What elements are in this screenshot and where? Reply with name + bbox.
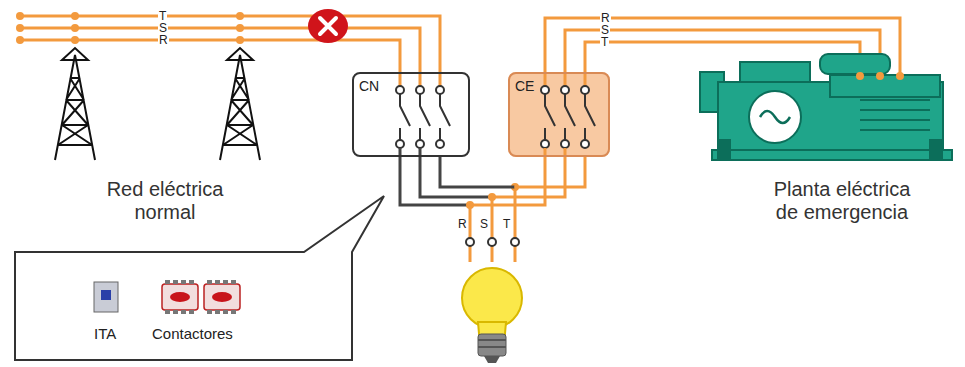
phase-label: S bbox=[158, 22, 168, 34]
wire-dot bbox=[16, 12, 244, 44]
phase-label: T bbox=[502, 218, 511, 230]
contactor-pin bbox=[207, 310, 212, 314]
tower bbox=[55, 48, 260, 160]
phase-label: R bbox=[600, 12, 611, 24]
cn-fill bbox=[352, 72, 470, 157]
fault-mark bbox=[308, 9, 348, 43]
power-wire bbox=[515, 157, 586, 187]
source-label: Planta eléctrica de emergencia bbox=[762, 178, 922, 224]
contactor-pin bbox=[181, 280, 186, 284]
switch-box: CN bbox=[352, 72, 470, 157]
output-wire bbox=[400, 148, 565, 262]
light-bulb bbox=[462, 268, 522, 363]
contactor-icon bbox=[204, 284, 240, 310]
contactor-pin bbox=[223, 280, 228, 284]
contactor-pin bbox=[165, 310, 170, 314]
device-label: ITA bbox=[94, 325, 116, 342]
contactor-pin bbox=[181, 310, 186, 314]
callout-box: ITA Contactores bbox=[12, 190, 392, 364]
contactor-pin bbox=[189, 280, 194, 284]
contactor-pin bbox=[215, 310, 220, 314]
ita-icon bbox=[94, 282, 118, 312]
cn-switch bbox=[396, 86, 450, 148]
phase-label: S bbox=[479, 218, 489, 230]
generator bbox=[700, 54, 952, 160]
power-wire bbox=[440, 157, 515, 187]
device-label: Contactores bbox=[152, 325, 233, 342]
contactor-pin bbox=[215, 280, 220, 284]
contactor-pin bbox=[223, 310, 228, 314]
phase-label: T bbox=[158, 10, 167, 22]
callout-shape bbox=[15, 196, 384, 360]
ita-icon bbox=[101, 290, 111, 300]
contactor-pin bbox=[231, 310, 236, 314]
phase-label: R bbox=[158, 34, 169, 46]
contactor-pin bbox=[231, 280, 236, 284]
load-terminal bbox=[466, 183, 519, 246]
contactor-pin bbox=[165, 280, 170, 284]
box-title: CE bbox=[515, 78, 534, 94]
contactor-pin bbox=[173, 310, 178, 314]
ce-fill bbox=[508, 72, 610, 157]
box-title: CN bbox=[359, 78, 379, 94]
contactor-pin bbox=[207, 280, 212, 284]
power-wire bbox=[440, 157, 585, 187]
contactor-pin bbox=[173, 280, 178, 284]
contactor-icon bbox=[170, 292, 190, 302]
phase-label: R bbox=[457, 218, 468, 230]
switch-box: CE bbox=[508, 72, 610, 157]
contactor-icon bbox=[212, 292, 232, 302]
phase-label: T bbox=[600, 36, 609, 48]
contactor-icon bbox=[162, 284, 198, 310]
ce-switch bbox=[541, 86, 595, 148]
contactor-pin bbox=[189, 310, 194, 314]
source-label: Red eléctrica normal bbox=[80, 178, 250, 224]
grid-wire bbox=[20, 16, 440, 86]
phase-label: S bbox=[600, 24, 610, 36]
